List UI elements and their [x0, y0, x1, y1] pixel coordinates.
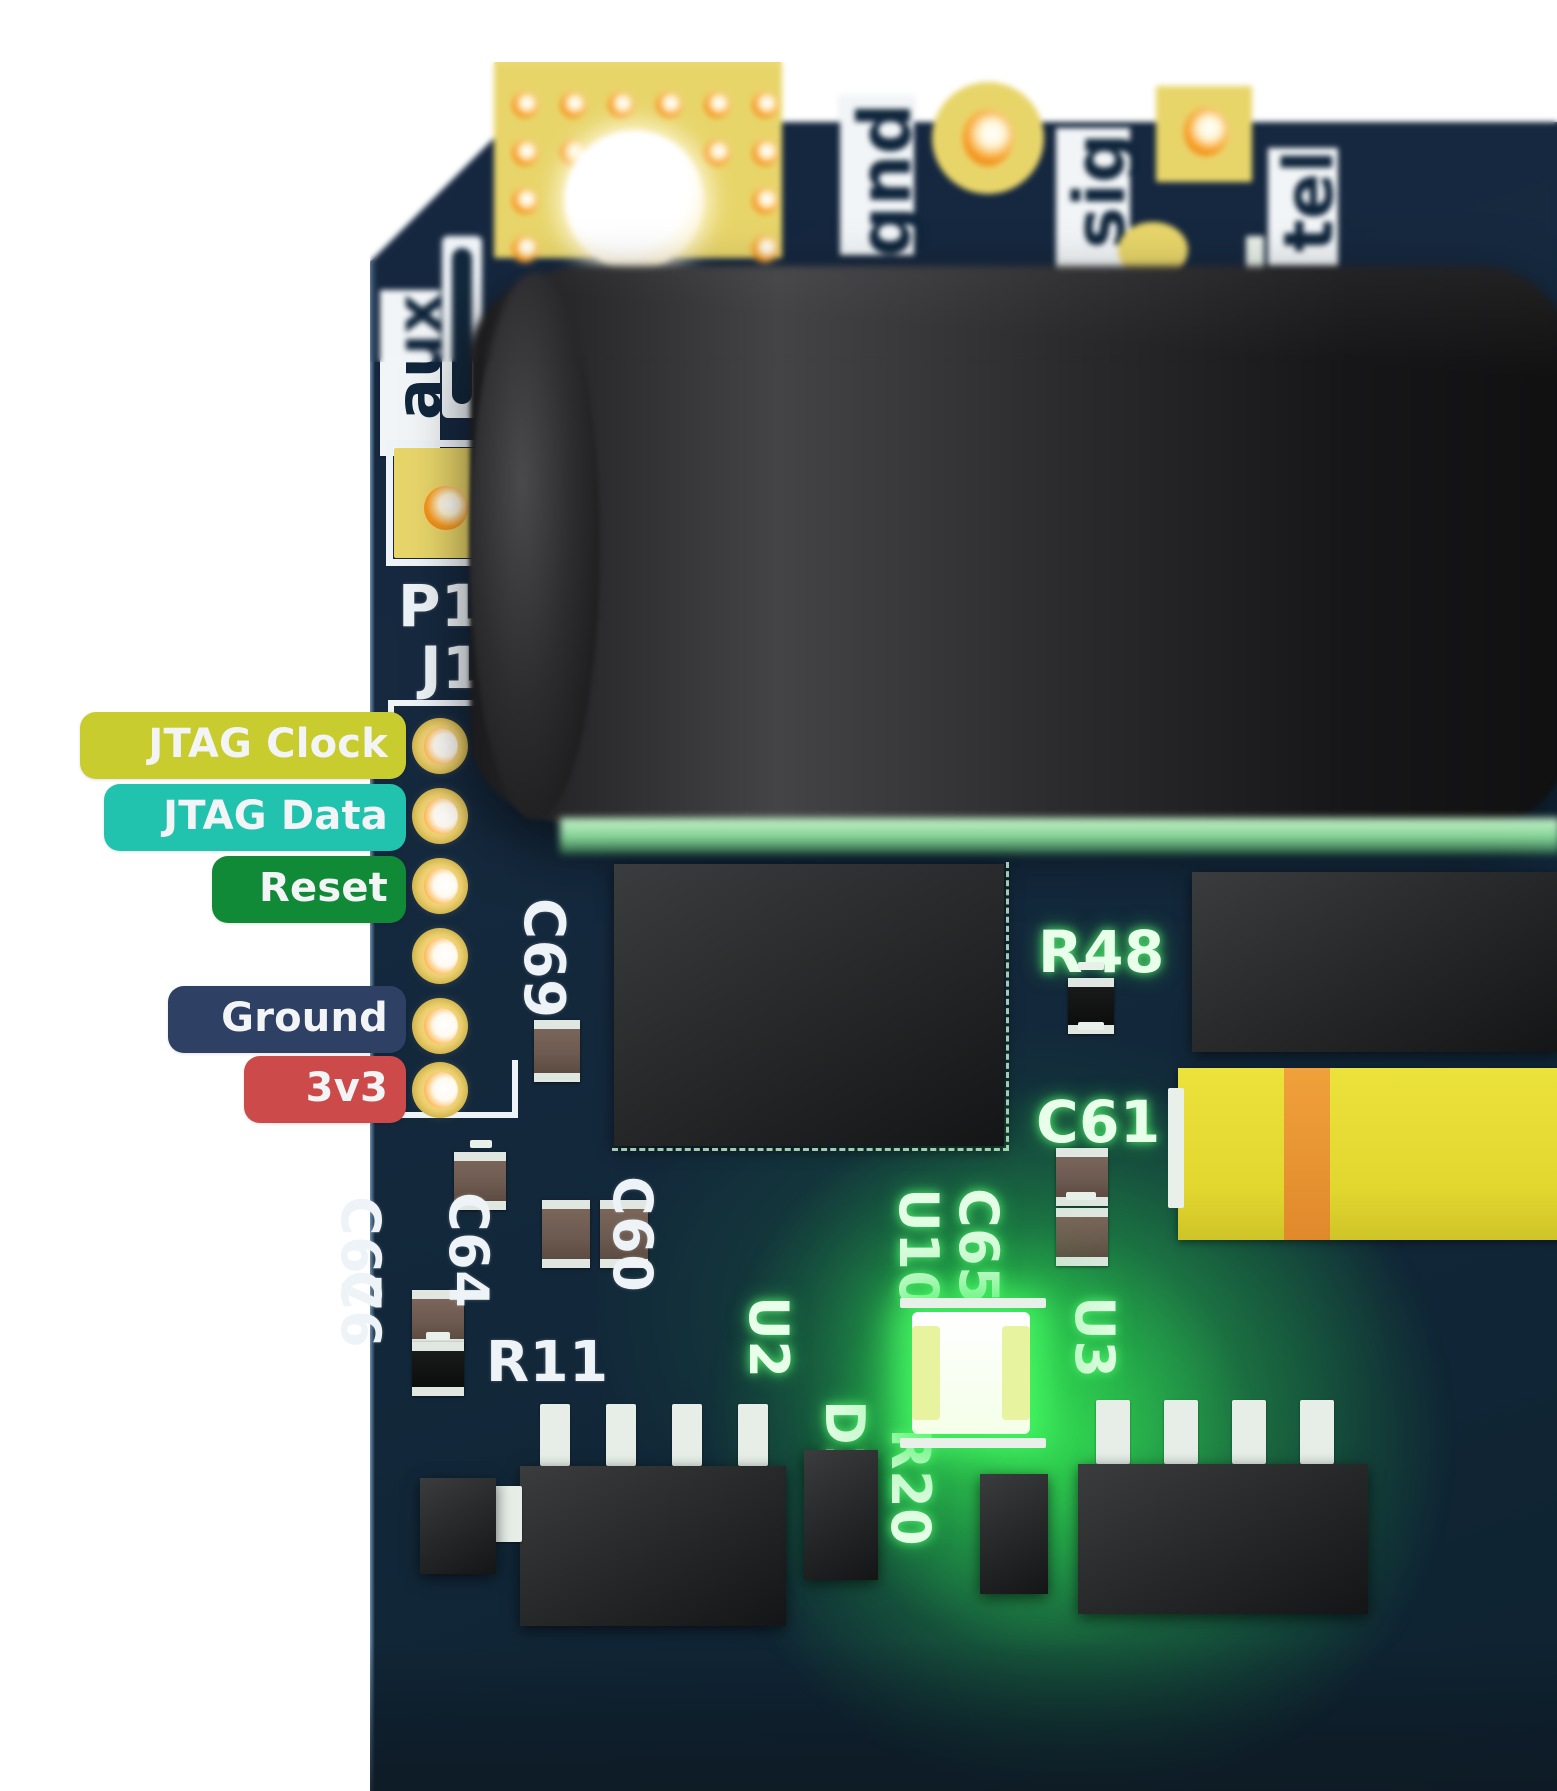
led-silk-bottom	[900, 1438, 1046, 1448]
jtag-pin-5	[412, 998, 468, 1054]
secondary-ic	[1192, 872, 1557, 1052]
led-silk-top	[900, 1298, 1046, 1308]
bulk-capacitor-body	[470, 266, 1557, 826]
main-ic-silk-outline	[612, 862, 1009, 1151]
mounting-hole	[564, 130, 704, 270]
silk-text-gnd: gnd	[843, 103, 927, 258]
smd-c61-b	[1056, 1208, 1108, 1266]
soic-lead	[1164, 1400, 1198, 1464]
via	[752, 188, 778, 214]
silk-text-c61: C61	[1036, 1088, 1161, 1156]
smd-c64	[542, 1200, 590, 1268]
smd-c69	[534, 1020, 580, 1082]
pad-tick	[1078, 1022, 1104, 1030]
via	[512, 92, 538, 118]
yellow-capacitor-stripe	[1284, 1068, 1330, 1240]
annotation-reset[interactable]: Reset	[212, 856, 406, 923]
via	[656, 92, 682, 118]
soic-lead	[672, 1404, 702, 1466]
soic-package-left	[520, 1466, 786, 1626]
smd-r11-part	[412, 1342, 464, 1396]
silk-text-c65: C65	[947, 1188, 1010, 1305]
jtag-pin-3	[412, 858, 468, 914]
annotation-jtag-clock[interactable]: JTAG Clock	[80, 712, 406, 779]
yellow-capacitor-pad	[1168, 1088, 1184, 1208]
small-ic-left	[420, 1478, 496, 1574]
soic-lead	[606, 1404, 636, 1466]
jtag-pin-4	[412, 928, 468, 984]
via	[704, 140, 730, 166]
yellow-capacitor	[1178, 1068, 1557, 1240]
silk-text-u3: U3	[1063, 1296, 1126, 1379]
annotation-ground[interactable]: Ground	[168, 986, 406, 1053]
silk-text-p1: P1	[398, 572, 482, 640]
silk-text-c69: C69	[511, 898, 576, 1019]
via	[752, 92, 778, 118]
silk-text-r11: R11	[486, 1330, 609, 1395]
jtag-pin-6	[412, 1062, 468, 1118]
soic-lead	[540, 1404, 570, 1466]
green-coating-band	[560, 818, 1557, 854]
annotation-ground-text: Ground	[221, 995, 388, 1041]
soic-lead	[1096, 1400, 1130, 1464]
soic-lead	[492, 1486, 522, 1542]
soic-lead	[738, 1404, 768, 1466]
via	[704, 92, 730, 118]
pad-tick	[426, 1332, 450, 1340]
pad-tick	[470, 1140, 492, 1148]
silk-text-sig: sig	[1059, 133, 1141, 249]
soic-package-right-small	[980, 1474, 1048, 1594]
silk-text-u2: U2	[737, 1296, 800, 1379]
annotation-3v3-text: 3v3	[305, 1065, 388, 1111]
annotation-3v3[interactable]: 3v3	[244, 1056, 406, 1123]
via	[752, 236, 778, 262]
silk-text-aux: aux	[382, 294, 455, 420]
led-pad-left	[912, 1326, 940, 1420]
smd-c60-part	[600, 1200, 648, 1268]
soic-lead	[1232, 1400, 1266, 1464]
via	[560, 92, 586, 118]
silk-text-u10: U10	[887, 1188, 950, 1309]
via	[512, 188, 538, 214]
silk-text-c6: C6	[329, 1270, 392, 1349]
soic-lead	[1300, 1400, 1334, 1464]
led-pad-right	[1002, 1326, 1030, 1420]
via	[512, 140, 538, 166]
via	[608, 92, 634, 118]
via	[512, 236, 538, 262]
soic-package-mid	[804, 1450, 878, 1580]
silk-text-c60: C60	[601, 1176, 664, 1293]
jtag-pin-2	[412, 788, 468, 844]
smd-c67	[454, 1152, 506, 1210]
annotation-jtag-data[interactable]: JTAG Data	[104, 784, 406, 851]
silk-text-tel: tel	[1270, 150, 1349, 252]
annotation-jtag-data-text: JTAG Data	[163, 793, 388, 839]
pad-tick	[1066, 1192, 1096, 1200]
bulk-capacitor-end-cap	[470, 272, 600, 820]
annotation-jtag-clock-text: JTAG Clock	[148, 721, 388, 767]
tel-via	[1184, 108, 1228, 156]
p1-via	[424, 486, 468, 530]
jtag-pin-1	[412, 718, 468, 774]
bottom-fade	[370, 1640, 1557, 1791]
silk-text-c64: C64	[437, 1192, 500, 1309]
main-ic	[614, 864, 1004, 1146]
pad-tick	[1078, 962, 1104, 970]
gnd-ring-via	[963, 110, 1013, 166]
silk-slot-inner	[452, 248, 472, 404]
via	[752, 140, 778, 166]
soic-package-right	[1078, 1464, 1368, 1614]
annotation-reset-text: Reset	[259, 865, 388, 911]
silk-text-r48: R48	[1038, 918, 1165, 986]
